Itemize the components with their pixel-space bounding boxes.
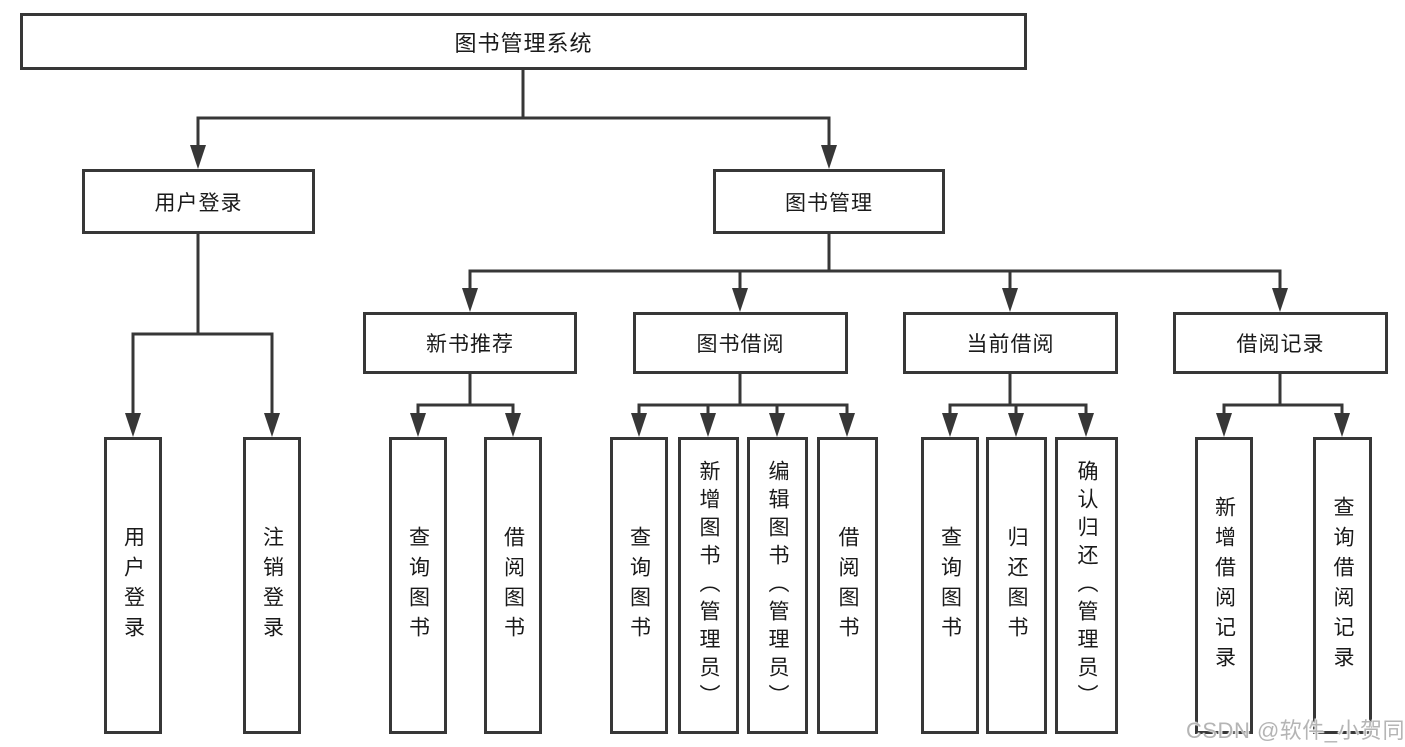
leaf-recommend-query-books: 查询图书 <box>389 437 447 734</box>
leaf-add-borrow-record: 新增借阅记录 <box>1195 437 1253 734</box>
node-new-book-recommend: 新书推荐 <box>363 312 577 374</box>
leaf-confirm-return-admin: 确认归还（管理员） <box>1055 437 1118 734</box>
leaf-borrow-query-books: 查询图书 <box>610 437 668 734</box>
leaf-return-books-label: 归还图书 <box>1005 525 1028 646</box>
leaf-return-books: 归还图书 <box>986 437 1047 734</box>
node-book-management: 图书管理 <box>713 169 945 234</box>
node-library-management-system: 图书管理系统 <box>20 13 1027 70</box>
leaf-logout: 注销登录 <box>243 437 301 734</box>
leaf-query-borrow-record: 查询借阅记录 <box>1313 437 1372 734</box>
node-user-login: 用户登录 <box>82 169 315 234</box>
leaf-borrow-query-books-label: 查询图书 <box>627 525 651 646</box>
leaf-recommend-query-books-label: 查询图书 <box>406 525 430 646</box>
leaf-current-query-books-label: 查询图书 <box>938 525 962 646</box>
node-current-borrow: 当前借阅 <box>903 312 1118 374</box>
node-borrow-records: 借阅记录 <box>1173 312 1388 374</box>
leaf-edit-book-admin: 编辑图书（管理员） <box>747 437 808 734</box>
leaf-recommend-borrow-books: 借阅图书 <box>484 437 542 734</box>
leaf-add-borrow-record-label: 新增借阅记录 <box>1212 495 1236 676</box>
leaf-recommend-borrow-books-label: 借阅图书 <box>501 525 525 646</box>
leaf-borrow-books: 借阅图书 <box>817 437 878 734</box>
node-book-borrow: 图书借阅 <box>633 312 848 374</box>
leaf-edit-book-admin-label: 编辑图书（管理员） <box>766 459 789 712</box>
leaf-user-login: 用户登录 <box>104 437 162 734</box>
leaf-query-borrow-record-label: 查询借阅记录 <box>1331 495 1354 676</box>
leaf-add-book-admin: 新增图书（管理员） <box>678 437 739 734</box>
leaf-logout-label: 注销登录 <box>260 525 284 646</box>
leaf-current-query-books: 查询图书 <box>921 437 979 734</box>
leaf-user-login-label: 用户登录 <box>121 525 145 646</box>
leaf-borrow-books-label: 借阅图书 <box>836 525 859 646</box>
leaf-add-book-admin-label: 新增图书（管理员） <box>697 459 720 712</box>
leaf-confirm-return-admin-label: 确认归还（管理员） <box>1075 459 1098 712</box>
watermark: CSDN @软件_小贺同学 <box>1186 718 1405 743</box>
